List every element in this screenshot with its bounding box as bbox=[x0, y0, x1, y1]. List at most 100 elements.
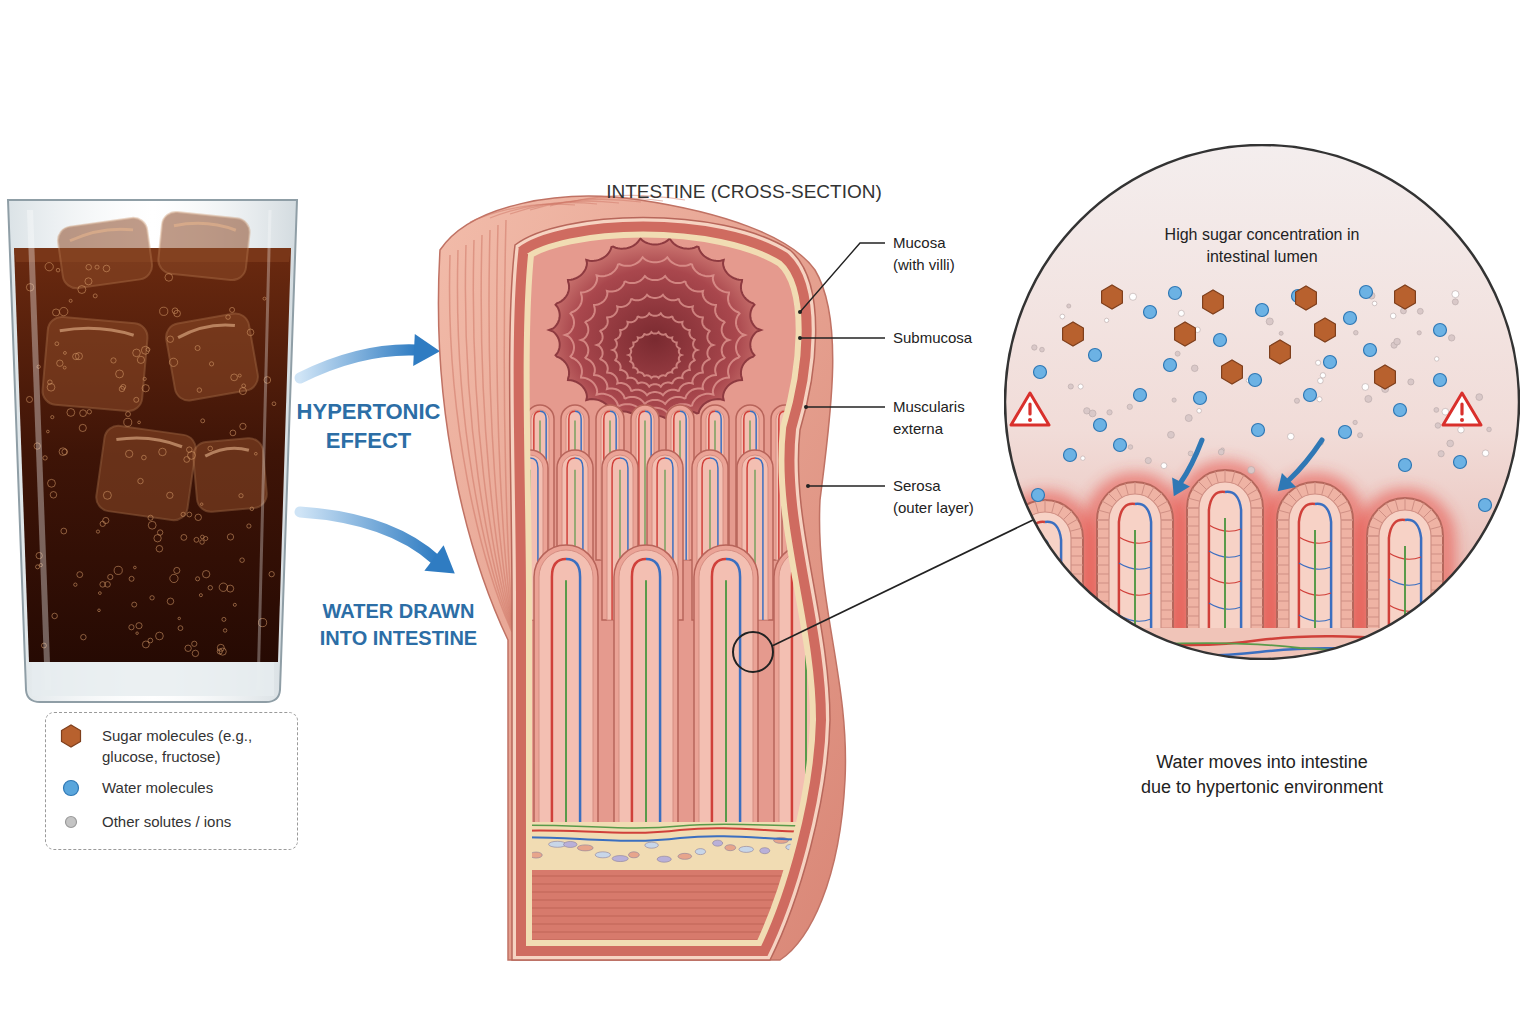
epithelial-cell bbox=[1251, 553, 1263, 554]
epithelial-cell bbox=[1282, 501, 1292, 507]
solute-dot bbox=[1032, 345, 1037, 350]
epithelial-cell bbox=[1341, 547, 1353, 548]
epithelial-cell bbox=[1367, 563, 1379, 564]
arrow-head bbox=[424, 545, 454, 573]
epithelial-cell bbox=[1296, 487, 1302, 497]
bubble bbox=[230, 307, 235, 312]
water-molecule bbox=[1434, 374, 1447, 387]
epithelial-cell bbox=[1341, 601, 1353, 602]
cell bbox=[595, 852, 610, 858]
epithelial-cell bbox=[1097, 619, 1109, 620]
epithelial-cell bbox=[1338, 501, 1348, 507]
zoom-caption: Water moves into intestine due to hypert… bbox=[1140, 750, 1384, 800]
bubble bbox=[233, 603, 236, 606]
bubble bbox=[134, 397, 139, 402]
water-molecule bbox=[1164, 359, 1177, 372]
capillary bbox=[1389, 631, 1421, 637]
solute-dot bbox=[1107, 410, 1112, 415]
epithelial-cell bbox=[1058, 505, 1064, 515]
solute-dot bbox=[1408, 379, 1414, 385]
water-molecule bbox=[1089, 349, 1102, 362]
artery bbox=[500, 828, 840, 833]
bubble bbox=[269, 571, 274, 576]
warning-icon bbox=[1443, 393, 1481, 425]
solute-dot bbox=[1365, 395, 1372, 402]
lumen-ring bbox=[565, 257, 745, 413]
epithelial-cell bbox=[1007, 583, 1019, 584]
epithelial-cell bbox=[1187, 544, 1199, 545]
bubble bbox=[85, 278, 92, 285]
bubble bbox=[159, 448, 166, 455]
solute-dot bbox=[1127, 404, 1132, 409]
solute-dot bbox=[1442, 408, 1449, 415]
epithelial-cell bbox=[1277, 583, 1289, 584]
intestine-drawing bbox=[438, 195, 845, 970]
bubble bbox=[53, 309, 60, 316]
magnifier-circle bbox=[733, 632, 773, 672]
epithelial-cell bbox=[1161, 547, 1173, 548]
epithelial-cell bbox=[1277, 520, 1289, 521]
bubble bbox=[26, 396, 32, 402]
water-molecule bbox=[1394, 404, 1407, 417]
solute-dot bbox=[1185, 415, 1192, 422]
epithelial-cell bbox=[1070, 528, 1082, 531]
tube-stripe bbox=[470, 204, 575, 222]
warning-icon bbox=[1011, 393, 1049, 425]
bubble bbox=[132, 602, 137, 607]
bubble bbox=[80, 410, 87, 417]
cell bbox=[577, 845, 593, 851]
arrow-shaft bbox=[300, 350, 416, 378]
zoom-heading: High sugar concentration in intestinal l… bbox=[1148, 224, 1376, 267]
bubble bbox=[87, 410, 91, 414]
solute-dot bbox=[1362, 384, 1369, 391]
solute-dot bbox=[1353, 330, 1358, 335]
epithelial-cell bbox=[1277, 556, 1289, 557]
capillary bbox=[1029, 633, 1061, 639]
epithelial-cell bbox=[1187, 589, 1199, 590]
bubble bbox=[36, 565, 40, 569]
epithelial-cell bbox=[1341, 520, 1353, 521]
bubble bbox=[136, 623, 142, 629]
sugar-molecule bbox=[1063, 322, 1084, 346]
bubble bbox=[47, 430, 50, 433]
bubble bbox=[170, 574, 178, 582]
epithelial-cell bbox=[1071, 547, 1083, 548]
villus-outline bbox=[694, 545, 758, 825]
lumen-ring bbox=[581, 276, 729, 404]
cell bbox=[612, 856, 628, 862]
bubble bbox=[174, 567, 180, 573]
ice-cube bbox=[192, 437, 268, 513]
epithelial-cell bbox=[1367, 599, 1379, 600]
legend-text: Other solutes / ions bbox=[102, 811, 287, 832]
epithelial-cell bbox=[1161, 556, 1173, 557]
bubble bbox=[181, 512, 185, 516]
epithelial-cell bbox=[1063, 511, 1071, 519]
water-molecule bbox=[1094, 419, 1107, 432]
water-molecule bbox=[1399, 459, 1412, 472]
epithelial-cell bbox=[1225, 470, 1226, 482]
bubble bbox=[134, 566, 137, 569]
water-arrow bbox=[1289, 440, 1322, 480]
bubble bbox=[148, 521, 156, 529]
muscle-fibre bbox=[500, 932, 840, 933]
epithelial-cell bbox=[1206, 475, 1212, 485]
villus-front bbox=[534, 545, 598, 825]
cell bbox=[678, 853, 692, 859]
water-molecule bbox=[1304, 389, 1317, 402]
ice-face bbox=[56, 216, 154, 290]
legend-swatch-frame bbox=[58, 775, 84, 801]
epithelial-cell bbox=[1035, 501, 1038, 513]
epithelial-cell bbox=[1341, 655, 1353, 656]
bubble bbox=[114, 566, 122, 574]
bubble bbox=[137, 356, 144, 363]
sugar-molecule bbox=[1270, 340, 1291, 364]
epithelial-cell bbox=[1161, 601, 1173, 602]
bubble bbox=[86, 264, 92, 270]
epithelial-cell bbox=[1071, 610, 1083, 611]
zoom-circle: High sugar concentration in intestinal l… bbox=[1004, 144, 1520, 806]
epithelial-cell bbox=[1097, 520, 1109, 521]
bubble bbox=[174, 310, 181, 317]
epithelial-cell bbox=[1097, 628, 1109, 629]
villus-core bbox=[699, 550, 753, 825]
intestine-tube bbox=[438, 196, 845, 960]
